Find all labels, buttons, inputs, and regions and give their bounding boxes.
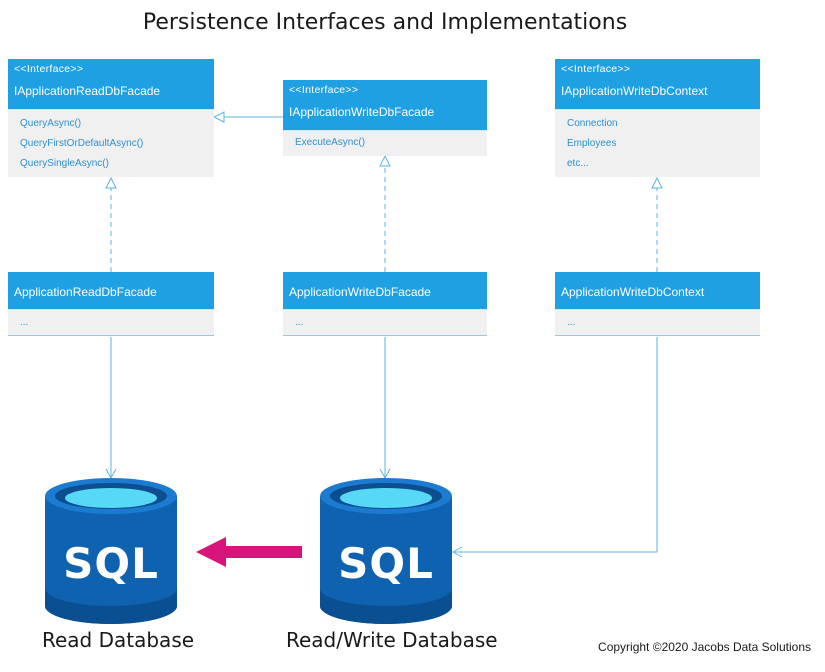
uses-connector-context-db	[453, 337, 658, 552]
member-item: ...	[20, 317, 29, 328]
diagram-title: Persistence Interfaces and Implementatio…	[142, 10, 628, 35]
members-compartment: ExecuteAsync()	[283, 130, 487, 156]
class-application-write-db-facade[interactable]: ApplicationWriteDbFacade ...	[283, 272, 487, 336]
members-compartment: ...	[555, 309, 760, 336]
read-database-icon: SQL	[45, 478, 177, 624]
members-compartment: Connection Employees etc...	[555, 109, 760, 177]
interface-name: IApplicationWriteDbFacade	[289, 105, 435, 119]
interface-header: <<Interface>> IApplicationReadDbFacade	[8, 59, 214, 109]
stereotype-label: <<Interface>>	[289, 84, 359, 96]
read-database-label: Read Database	[42, 628, 195, 652]
member-item: Connection	[567, 118, 618, 129]
member-item: ...	[295, 317, 304, 328]
class-application-read-db-facade[interactable]: ApplicationReadDbFacade ...	[8, 272, 214, 336]
members-compartment: ...	[283, 309, 487, 336]
interface-write-db-facade[interactable]: <<Interface>> IApplicationWriteDbFacade …	[283, 80, 487, 156]
interface-write-db-context[interactable]: <<Interface>> IApplicationWriteDbContext…	[555, 59, 760, 177]
class-application-write-db-context[interactable]: ApplicationWriteDbContext ...	[555, 272, 760, 336]
interface-name: IApplicationWriteDbContext	[561, 84, 708, 98]
interface-read-db-facade[interactable]: <<Interface>> IApplicationReadDbFacade Q…	[8, 59, 214, 177]
interface-header: <<Interface>> IApplicationWriteDbContext	[555, 59, 760, 109]
interface-name: IApplicationReadDbFacade	[14, 84, 161, 98]
sql-label: SQL	[338, 539, 434, 588]
stereotype-label: <<Interface>>	[14, 63, 84, 75]
member-item: ExecuteAsync()	[295, 137, 366, 148]
stereotype-label: <<Interface>>	[561, 63, 631, 75]
class-name: ApplicationReadDbFacade	[14, 285, 157, 299]
copyright-notice: Copyright ©2020 Jacobs Data Solutions	[598, 640, 811, 654]
replication-arrow	[196, 537, 302, 567]
class-name: ApplicationWriteDbContext	[561, 285, 705, 299]
member-item: Employees	[567, 138, 617, 149]
members-compartment: ...	[8, 309, 214, 336]
read-write-database-label: Read/Write Database	[286, 628, 498, 652]
class-header: ApplicationWriteDbFacade	[283, 272, 487, 309]
members-compartment: QueryAsync() QueryFirstOrDefaultAsync() …	[8, 109, 214, 177]
member-item: QuerySingleAsync()	[20, 158, 109, 169]
member-item: QueryFirstOrDefaultAsync()	[20, 138, 144, 149]
member-item: QueryAsync()	[20, 118, 82, 129]
class-name: ApplicationWriteDbFacade	[289, 285, 431, 299]
read-write-database-icon: SQL	[320, 478, 452, 624]
class-header: ApplicationReadDbFacade	[8, 272, 214, 309]
member-item: etc...	[567, 158, 589, 169]
class-header: ApplicationWriteDbContext	[555, 272, 760, 309]
sql-label: SQL	[63, 539, 159, 588]
interface-header: <<Interface>> IApplicationWriteDbFacade	[283, 80, 487, 130]
member-item: ...	[567, 317, 576, 328]
